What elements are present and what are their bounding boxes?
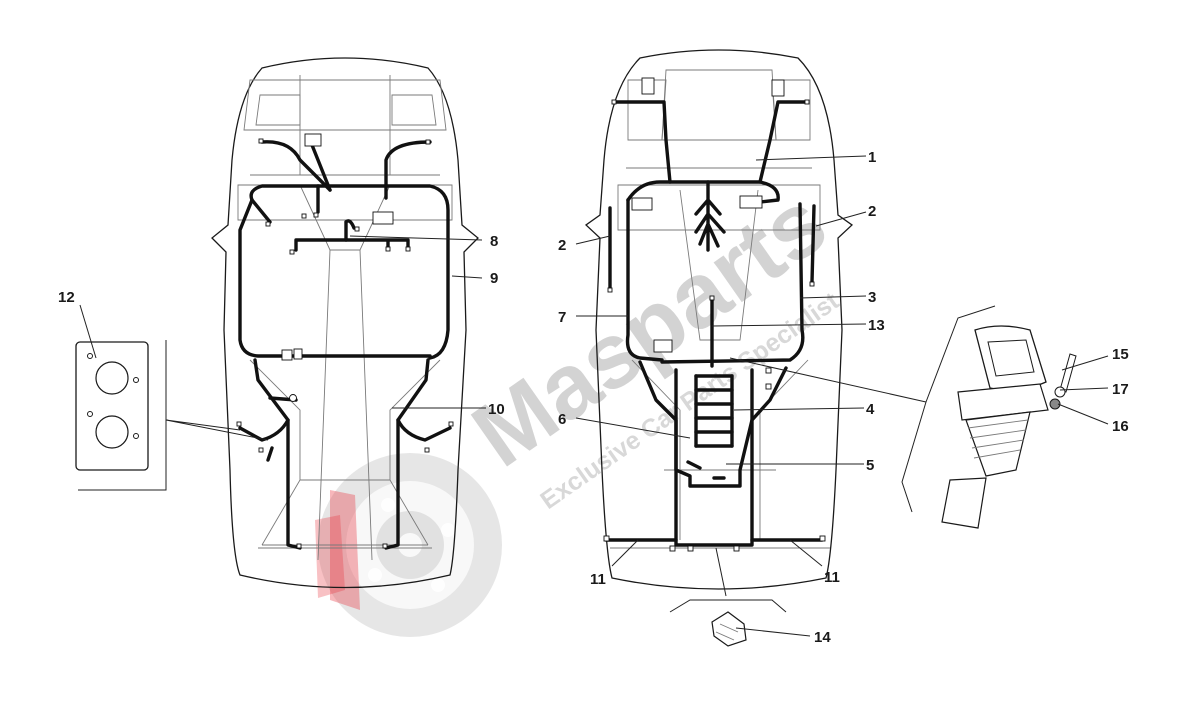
callout-4: 4 bbox=[866, 401, 875, 418]
callout-labels: 1 2 2 3 4 5 6 7 8 9 10 11 11 12 13 14 15… bbox=[58, 149, 1129, 646]
leader-lines bbox=[79, 155, 1109, 637]
callout-15: 15 bbox=[1112, 346, 1129, 363]
callout-2-right: 2 bbox=[868, 203, 876, 220]
callout-14: 14 bbox=[814, 629, 831, 646]
callout-10: 10 bbox=[488, 401, 505, 418]
right-car bbox=[584, 49, 854, 590]
callout-17: 17 bbox=[1112, 381, 1129, 398]
left-car-body bbox=[211, 57, 479, 589]
callout-9: 9 bbox=[490, 270, 498, 287]
callout-5: 5 bbox=[866, 457, 874, 474]
callout-13: 13 bbox=[868, 317, 885, 334]
left-car bbox=[211, 57, 479, 589]
callout-2-left: 2 bbox=[558, 237, 566, 254]
callout-8: 8 bbox=[490, 233, 498, 250]
callout-16: 16 bbox=[1112, 418, 1129, 435]
callout-12: 12 bbox=[58, 289, 75, 306]
detail-12-plate bbox=[75, 340, 269, 491]
detail-14-clip bbox=[669, 547, 787, 647]
detail-seal bbox=[729, 305, 1077, 529]
callout-6: 6 bbox=[558, 411, 566, 428]
callout-11-left: 11 bbox=[590, 571, 606, 588]
right-car-body bbox=[584, 49, 854, 590]
callout-11-right: 11 bbox=[824, 569, 840, 586]
callout-3: 3 bbox=[868, 289, 876, 306]
callout-7: 7 bbox=[558, 309, 566, 326]
callout-1: 1 bbox=[868, 149, 876, 166]
